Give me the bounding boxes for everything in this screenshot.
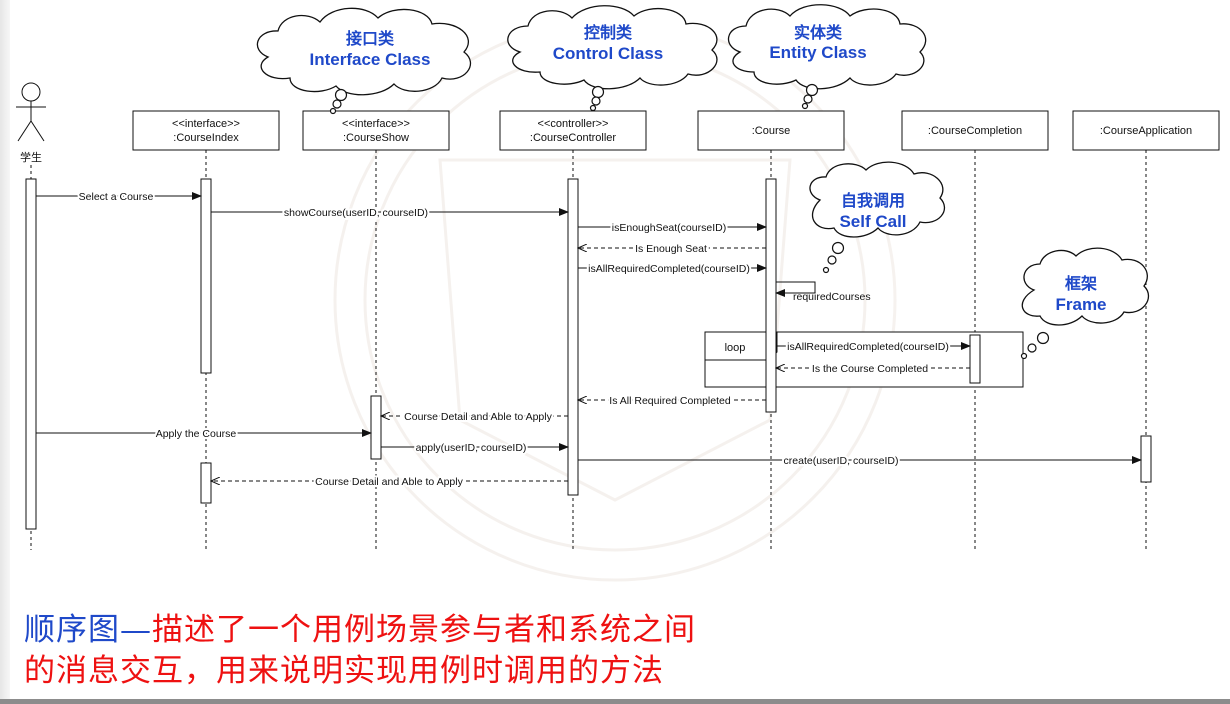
callout-entity-en: Entity Class bbox=[769, 43, 866, 62]
actor-student bbox=[16, 82, 46, 142]
msg-label-8: Is the Course Completed bbox=[812, 363, 928, 375]
callout-frame-cn: 框架 bbox=[1065, 274, 1097, 293]
actor-label: 学生 bbox=[20, 150, 42, 164]
msg-label-6: requiredCourses bbox=[793, 291, 871, 303]
activation-course-controller bbox=[567, 178, 579, 496]
lifeline-course-index: <<interface>> :CourseIndex bbox=[132, 110, 280, 151]
caption-text-2: 的消息交互，用来说明实现用例时调用的方法 bbox=[24, 653, 664, 689]
callout-entity: 实体类 Entity Class bbox=[728, 4, 927, 110]
msg-label-3: isEnoughSeat(courseID) bbox=[612, 222, 726, 234]
msg-label-5: isAllRequiredCompleted(courseID) bbox=[588, 263, 750, 275]
callout-control: 控制类 Control Class bbox=[507, 5, 718, 112]
msg-label-13: create(userID, courseID) bbox=[784, 455, 899, 467]
caption-text-1: 描述了一个用例场景参与者和系统之间 bbox=[152, 612, 696, 648]
message-labels: Select a Course showCourse(userID, cours… bbox=[77, 189, 951, 490]
lifeline-name: :CourseApplication bbox=[1100, 125, 1192, 137]
loop-label: loop bbox=[725, 342, 746, 354]
activation-course-index-2 bbox=[200, 462, 212, 504]
callout-entity-cn: 实体类 bbox=[794, 23, 843, 42]
msg-label-10: Course Detail and Able to Apply bbox=[404, 411, 552, 423]
activation-bars bbox=[25, 178, 1152, 530]
lifeline-name: :CourseCompletion bbox=[928, 125, 1022, 137]
lifeline-stereotype: <<interface>> bbox=[172, 118, 240, 130]
callout-interface: 接口类 Interface Class bbox=[256, 7, 471, 115]
msg-label-4: Is Enough Seat bbox=[635, 243, 707, 255]
msg-line-6 bbox=[775, 281, 816, 297]
sequence-diagram: 学生 <<interface>> :CourseIndex <<interfac… bbox=[16, 4, 1220, 582]
actor-head bbox=[21, 82, 41, 102]
lifeline-name: :CourseShow bbox=[343, 132, 409, 144]
lifeline-stereotype: <<interface>> bbox=[342, 118, 410, 130]
message-lines bbox=[36, 192, 1142, 481]
msg-label-7: isAllRequiredCompleted(courseID) bbox=[787, 341, 949, 353]
caption-line-2: 的消息交互，用来说明实现用例时调用的方法 bbox=[24, 645, 664, 690]
msg-label-12: apply(userID, courseID) bbox=[416, 442, 527, 454]
callout-interface-en: Interface Class bbox=[310, 50, 431, 69]
lifeline-course-completion: :CourseCompletion bbox=[901, 110, 1049, 151]
caption-line-1: 顺序图—描述了一个用例场景参与者和系统之间 bbox=[24, 604, 696, 649]
msg-label-14: Course Detail and Able to Apply bbox=[315, 476, 463, 488]
activation-course-application bbox=[1140, 435, 1152, 483]
activation-course bbox=[765, 178, 777, 413]
bottom-bar bbox=[0, 699, 1230, 704]
activation-course-completion bbox=[969, 334, 981, 384]
callout-frame-en: Frame bbox=[1055, 295, 1106, 314]
lifeline-course-application: :CourseApplication bbox=[1072, 110, 1220, 151]
callout-self-call-cn: 自我调用 bbox=[841, 191, 905, 210]
callout-self-call-en: Self Call bbox=[839, 212, 906, 231]
callout-control-en: Control Class bbox=[553, 44, 664, 63]
lifeline-course-show: <<interface>> :CourseShow bbox=[302, 110, 450, 151]
msg-label-9: Is All Required Completed bbox=[609, 395, 731, 407]
left-margin-bar bbox=[0, 0, 10, 704]
callout-control-cn: 控制类 bbox=[584, 23, 633, 42]
lifeline-course-controller: <<controller>> :CourseController bbox=[499, 110, 647, 151]
caption-title: 顺序图— bbox=[24, 612, 152, 648]
lifeline-course: :Course bbox=[697, 110, 845, 151]
lifeline-name: :CourseIndex bbox=[173, 132, 239, 144]
activation-course-show bbox=[370, 395, 382, 460]
msg-label-1: Select a Course bbox=[79, 191, 154, 203]
msg-label-2: showCourse(userID, courseID) bbox=[284, 207, 428, 219]
msg-label-11: Apply the Course bbox=[156, 428, 237, 440]
lifeline-name: :CourseController bbox=[530, 132, 617, 144]
callout-interface-cn: 接口类 bbox=[346, 29, 395, 48]
callout-self-call: 自我调用 Self Call bbox=[809, 161, 946, 274]
lifeline-stereotype: <<controller>> bbox=[538, 118, 609, 130]
activation-actor bbox=[25, 178, 37, 530]
lifeline-name: :Course bbox=[752, 125, 791, 137]
callout-frame: 框架 Frame bbox=[1020, 247, 1150, 360]
activation-course-index-1 bbox=[200, 178, 212, 374]
